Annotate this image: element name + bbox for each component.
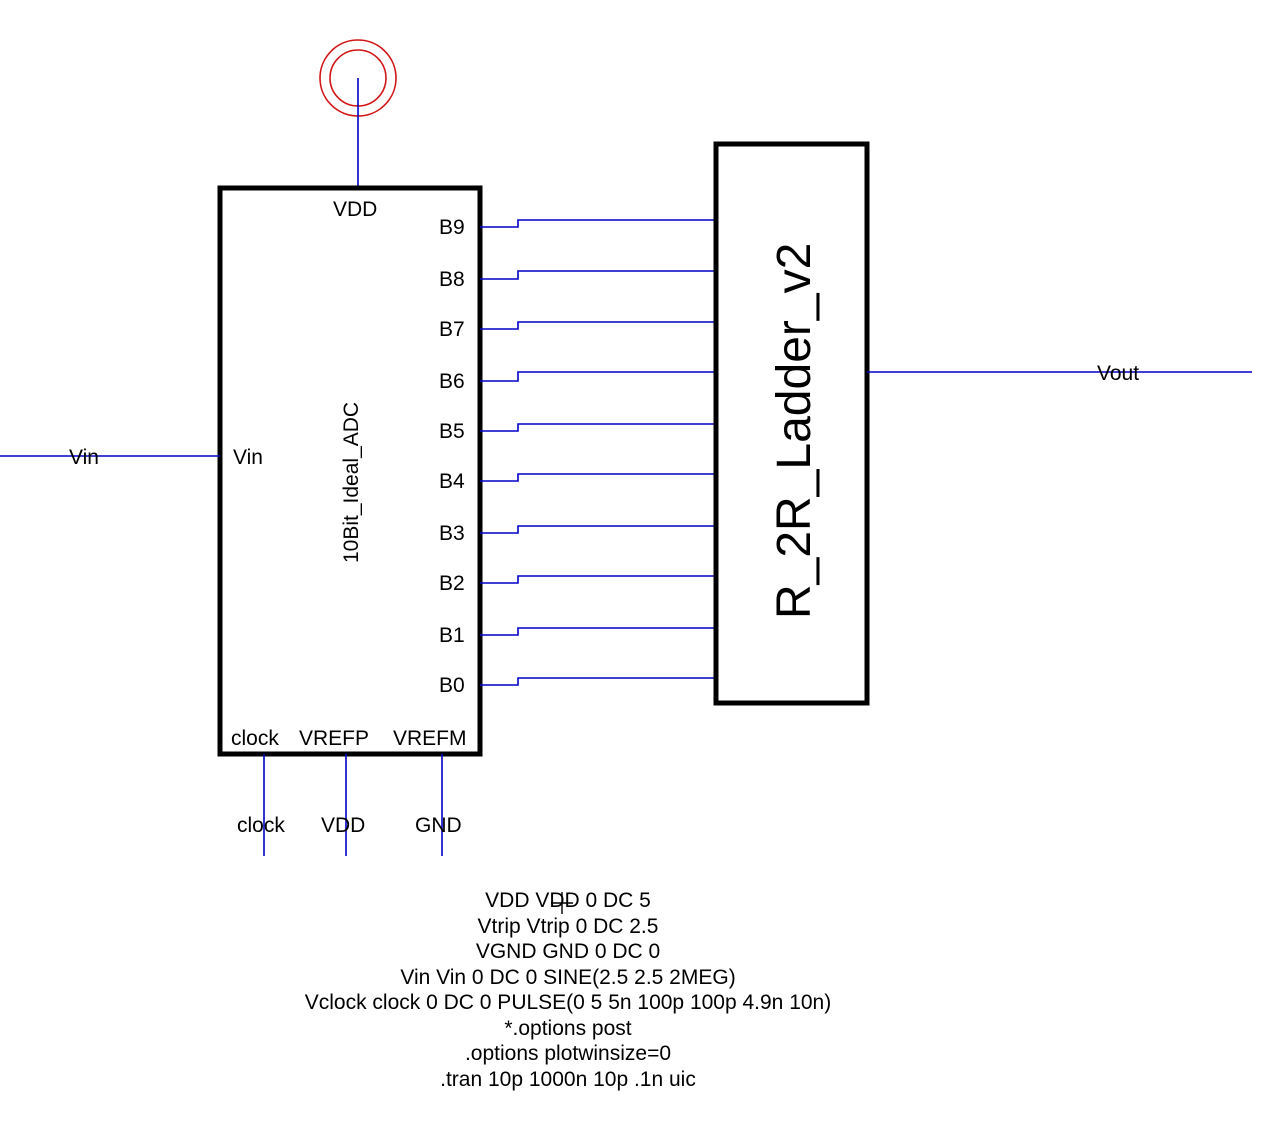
wire-b8 xyxy=(480,270,716,280)
adc-pin-b6: B6 xyxy=(439,370,465,393)
wire-b1 xyxy=(480,627,716,636)
vout-net-label: Vout xyxy=(1097,362,1139,385)
wire-b2 xyxy=(480,575,716,584)
adc-pin-b5: B5 xyxy=(439,420,465,443)
adc-pin-b8: B8 xyxy=(439,268,465,291)
adc-pin-b4: B4 xyxy=(439,470,465,493)
spice-line: Vclock clock 0 DC 0 PULSE(0 5 5n 100p 10… xyxy=(304,991,832,1014)
wire-b3 xyxy=(480,525,716,534)
spice-line: .tran 10p 1000n 10p .1n uic xyxy=(440,1067,696,1091)
adc-pin-vrefm: VREFM xyxy=(393,727,467,750)
spice-line: VDD VDD 0 DC 5 xyxy=(485,889,651,912)
adc-pin-b7: B7 xyxy=(439,318,465,341)
adc-pin-b2: B2 xyxy=(439,572,465,595)
wire-b7 xyxy=(480,321,716,330)
spice-line: Vin Vin 0 DC 0 SINE(2.5 2.5 2MEG) xyxy=(400,965,736,989)
spice-line: VGND GND 0 DC 0 xyxy=(475,940,661,963)
wire-b0 xyxy=(480,677,716,686)
wire-b6 xyxy=(480,371,716,382)
adc-label: 10Bit_Ideal_ADC xyxy=(340,402,363,563)
cursor-cross-icon xyxy=(551,892,573,914)
adc-block[interactable] xyxy=(217,185,483,757)
adc-pin-clock: clock xyxy=(231,727,279,750)
bit-bus-wires[interactable] xyxy=(480,219,716,686)
clock-net-label: clock xyxy=(237,814,285,837)
wire-b9 xyxy=(480,219,716,228)
dac-block[interactable] xyxy=(713,141,870,706)
adc-pin-vdd: VDD xyxy=(333,198,377,221)
spice-line: .options plotwinsize=0 xyxy=(464,1042,672,1065)
vrefp-net-label: VDD xyxy=(321,814,365,837)
spice-netlist: VDD VDD 0 DC 5 Vtrip Vtrip 0 DC 2.5 VGND… xyxy=(0,888,1136,1092)
wire-b4 xyxy=(480,473,716,482)
adc-pin-b9: B9 xyxy=(439,216,465,239)
adc-pin-b0: B0 xyxy=(439,674,465,697)
adc-pin-vin: Vin xyxy=(233,446,263,469)
vrefm-net-label: GND xyxy=(415,814,462,837)
adc-pin-b3: B3 xyxy=(439,522,465,545)
adc-pin-b1: B1 xyxy=(439,624,465,647)
wire-b5 xyxy=(480,423,716,432)
spice-line: Vtrip Vtrip 0 DC 2.5 xyxy=(477,914,659,938)
vdd-supply-symbol[interactable] xyxy=(319,39,397,188)
spice-line: *.options post xyxy=(504,1016,632,1040)
adc-pin-vrefp: VREFP xyxy=(299,727,369,750)
dac-label: R_2R_Ladder_v2 xyxy=(768,243,821,619)
vin-net-label: Vin xyxy=(69,446,99,469)
